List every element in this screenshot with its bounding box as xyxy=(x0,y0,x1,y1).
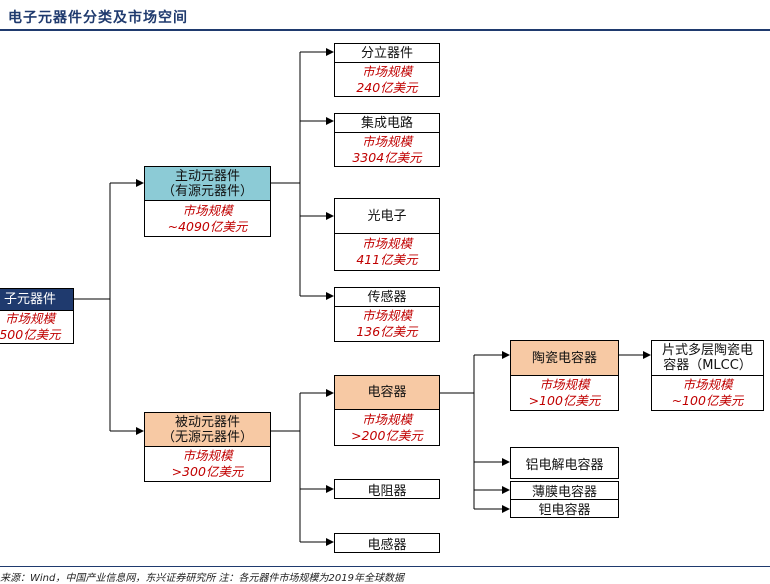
ic-title: 集成电路 xyxy=(335,114,439,133)
passive-market: 市场规模 >300亿美元 xyxy=(171,448,244,479)
mlcc-market: 市场规模 ~100亿美元 xyxy=(671,377,744,408)
ic-market: 市场规模 3304亿美元 xyxy=(352,133,422,165)
active-components-node: 主动元器件 （有源元器件） 市场规模 ~4090亿美元 xyxy=(144,166,271,237)
ceramic-capacitor-title: 陶瓷电容器 xyxy=(511,341,618,376)
sensors-title: 传感器 xyxy=(335,288,439,307)
capacitor-title: 电容器 xyxy=(335,376,439,410)
source-footer: 来源：Wind，中国产业信息网，东兴证券研究所 注：各元器件市场规模为2019年… xyxy=(0,566,770,584)
capacitor-node: 电容器 市场规模 >200亿美元 xyxy=(334,375,440,446)
ceramic-capacitor-node: 陶瓷电容器 市场规模 >100亿美元 xyxy=(510,340,619,411)
active-title: 主动元器件 （有源元器件） xyxy=(145,167,270,201)
source-note: 来源：Wind，中国产业信息网，东兴证券研究所 注：各元器件市场规模为2019年… xyxy=(0,573,404,584)
root-title: 子元器件 xyxy=(0,289,73,311)
tantalum-capacitor-node: 钽电容器 xyxy=(510,499,619,518)
discrete-title: 分立器件 xyxy=(335,44,439,63)
root-components-node: 子元器件 市场规模 500亿美元 xyxy=(0,288,74,344)
discrete-market: 市场规模 240亿美元 xyxy=(356,63,418,95)
page-title: 电子元器件分类及市场空间 xyxy=(8,10,188,26)
optoelectronics-node: 光电子 市场规模 411亿美元 xyxy=(334,198,440,271)
footer-divider xyxy=(0,566,770,567)
active-market: 市场规模 ~4090亿美元 xyxy=(167,202,248,234)
inductor-node: 电感器 xyxy=(334,533,440,553)
header-divider xyxy=(0,29,770,31)
discrete-devices-node: 分立器件 市场规模 240亿美元 xyxy=(334,43,440,97)
ceramic-capacitor-market: 市场规模 >100亿美元 xyxy=(528,377,601,408)
mlcc-node: 片式多层陶瓷电 容器（MLCC） 市场规模 ~100亿美元 xyxy=(651,340,764,411)
passive-title: 被动元器件 （无源元器件） xyxy=(145,413,270,447)
optoelectronics-title: 光电子 xyxy=(335,199,439,234)
sensors-market: 市场规模 136亿美元 xyxy=(356,308,418,339)
root-market: 市场规模 500亿美元 xyxy=(0,311,61,342)
aluminum-capacitor-node: 铝电解电容器 xyxy=(510,447,619,479)
passive-components-node: 被动元器件 （无源元器件） 市场规模 >300亿美元 xyxy=(144,412,271,482)
report-header: 电子元器件分类及市场空间 xyxy=(0,0,770,31)
resistor-node: 电阻器 xyxy=(334,479,440,499)
capacitor-market: 市场规模 >200亿美元 xyxy=(351,411,423,443)
sensors-node: 传感器 市场规模 136亿美元 xyxy=(334,287,440,342)
film-capacitor-node: 薄膜电容器 xyxy=(510,481,619,500)
mlcc-title: 片式多层陶瓷电 容器（MLCC） xyxy=(652,341,763,376)
optoelectronics-market: 市场规模 411亿美元 xyxy=(356,236,418,267)
ic-node: 集成电路 市场规模 3304亿美元 xyxy=(334,113,440,167)
